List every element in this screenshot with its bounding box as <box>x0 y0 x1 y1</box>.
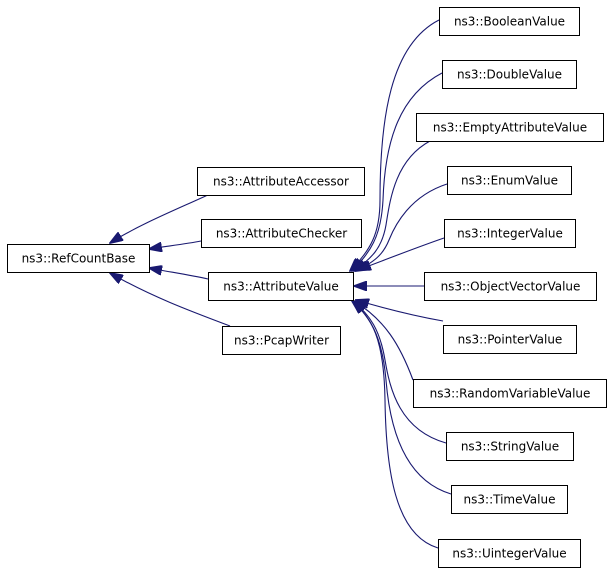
class-node-box <box>438 539 581 568</box>
class-node-label: ns3::ObjectVectorValue <box>441 280 581 294</box>
class-node-label: ns3::EmptyAttributeValue <box>433 121 587 135</box>
class-node-label: ns3::AttributeChecker <box>216 227 347 241</box>
class-node-pointervalue[interactable]: ns3::PointerValue <box>443 325 577 354</box>
class-node-attributeaccessor[interactable]: ns3::AttributeAccessor <box>197 167 365 196</box>
class-node-label: ns3::EnumValue <box>461 174 558 188</box>
class-node-box <box>443 325 577 354</box>
class-node-doublevalue[interactable]: ns3::DoubleValue <box>442 60 577 89</box>
class-node-stringvalue[interactable]: ns3::StringValue <box>446 432 574 461</box>
edges-layer <box>110 19 452 549</box>
class-node-box <box>444 219 576 248</box>
class-node-box <box>222 326 341 355</box>
inheritance-arrow-booleanvalue-to-attributevalue <box>350 19 440 271</box>
class-node-integervalue[interactable]: ns3::IntegerValue <box>444 219 576 248</box>
class-node-box <box>439 7 580 36</box>
class-node-box <box>446 432 574 461</box>
inheritance-arrow-attributechecker-to-refcountbase <box>149 240 202 249</box>
nodes-layer: ns3::RefCountBasens3::AttributeAccessorn… <box>7 7 607 568</box>
class-node-label: ns3::AttributeAccessor <box>213 175 349 189</box>
class-node-box <box>447 166 572 195</box>
inheritance-arrow-attributevalue-to-refcountbase <box>149 268 209 280</box>
class-node-label: ns3::DoubleValue <box>457 68 562 82</box>
class-node-uintegervalue[interactable]: ns3::UintegerValue <box>438 539 581 568</box>
class-node-label: ns3::StringValue <box>461 440 559 454</box>
class-node-attributevalue[interactable]: ns3::AttributeValue <box>208 272 354 301</box>
class-node-box <box>197 167 365 196</box>
class-node-box <box>413 379 607 408</box>
class-node-box <box>442 60 577 89</box>
class-node-label: ns3::AttributeValue <box>223 280 339 294</box>
inheritance-arrow-emptyattributevalue-to-attributevalue <box>354 140 431 271</box>
class-node-label: ns3::RefCountBase <box>22 252 136 266</box>
class-node-box <box>201 219 362 248</box>
class-node-box <box>416 113 604 142</box>
class-node-box <box>7 244 150 273</box>
class-node-box <box>451 485 568 514</box>
inheritance-arrow-stringvalue-to-attributevalue <box>353 301 447 444</box>
class-node-label: ns3::IntegerValue <box>457 227 563 241</box>
inheritance-arrow-attributeaccessor-to-refcountbase <box>110 193 211 243</box>
inheritance-arrow-integervalue-to-attributevalue <box>358 237 445 270</box>
class-node-booleanvalue[interactable]: ns3::BooleanValue <box>439 7 580 36</box>
class-node-box <box>208 272 354 301</box>
class-node-label: ns3::BooleanValue <box>454 15 565 29</box>
class-node-box <box>424 272 597 301</box>
inheritance-arrow-pcapwriter-to-refcountbase <box>110 273 231 327</box>
class-node-label: ns3::RandomVariableValue <box>430 387 591 401</box>
class-node-label: ns3::PointerValue <box>458 333 563 347</box>
inheritance-arrow-doublevalue-to-attributevalue <box>352 72 443 271</box>
class-node-enumvalue[interactable]: ns3::EnumValue <box>447 166 572 195</box>
class-node-label: ns3::PcapWriter <box>234 334 329 348</box>
class-node-label: ns3::UintegerValue <box>452 547 566 561</box>
class-node-pcapwriter[interactable]: ns3::PcapWriter <box>222 326 341 355</box>
inheritance-arrow-uintegervalue-to-attributevalue <box>352 301 439 549</box>
class-node-timevalue[interactable]: ns3::TimeValue <box>451 485 568 514</box>
class-node-refcountbase[interactable]: ns3::RefCountBase <box>7 244 150 273</box>
class-node-emptyattributevalue[interactable]: ns3::EmptyAttributeValue <box>416 113 604 142</box>
class-node-randomvariablevalue[interactable]: ns3::RandomVariableValue <box>413 379 607 408</box>
class-node-objectvectorvalue[interactable]: ns3::ObjectVectorValue <box>424 272 597 301</box>
class-node-attributechecker[interactable]: ns3::AttributeChecker <box>201 219 362 248</box>
class-node-label: ns3::TimeValue <box>464 493 556 507</box>
